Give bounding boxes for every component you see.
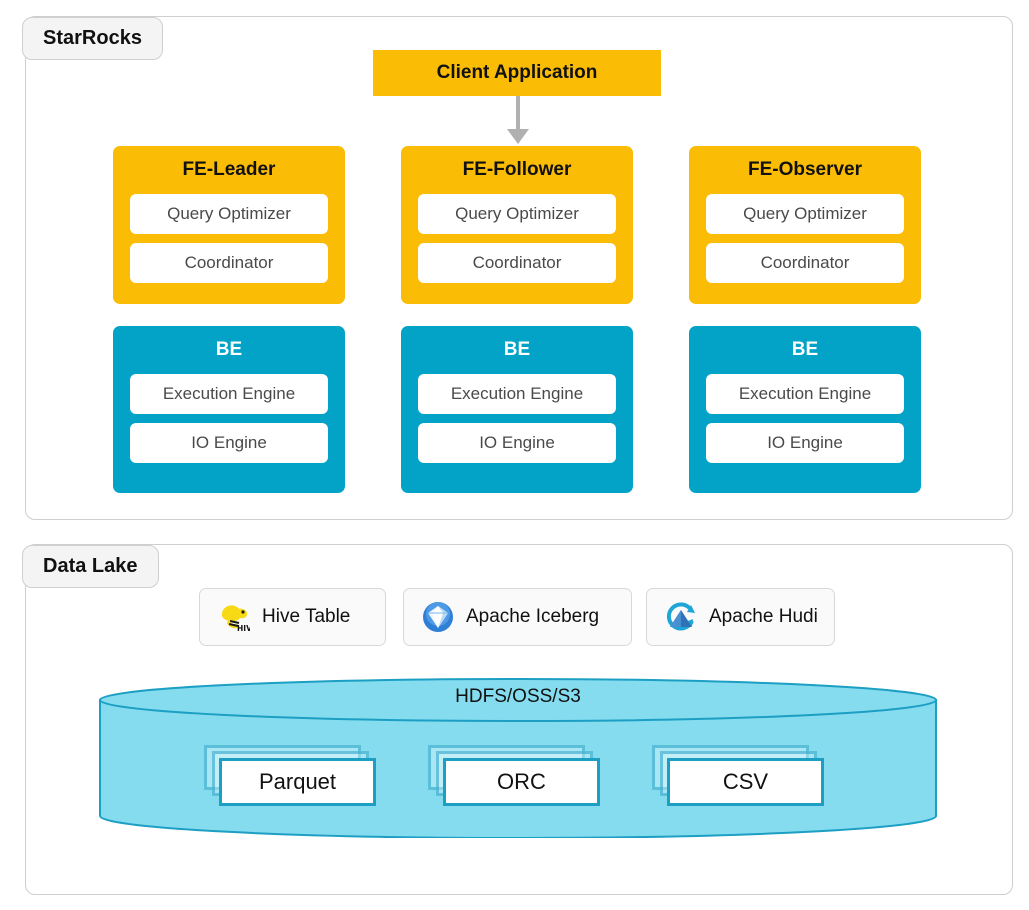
- chip-label: Hive Table: [262, 606, 351, 627]
- node-title: BE: [503, 339, 531, 360]
- be-node-3: BE Execution Engine IO Engine: [689, 326, 921, 493]
- component-execution-engine: Execution Engine: [706, 373, 904, 414]
- component-query-optimizer: Query Optimizer: [706, 193, 904, 234]
- chip-label: Apache Iceberg: [466, 606, 600, 627]
- fe-follower-node: FE-Follower Query Optimizer Coordinator: [401, 146, 633, 304]
- fe-observer-node: FE-Observer Query Optimizer Coordinator: [689, 146, 921, 304]
- file-format-label: CSV: [667, 758, 824, 806]
- component-query-optimizer: Query Optimizer: [130, 193, 328, 234]
- component-io-engine: IO Engine: [130, 422, 328, 463]
- file-format-csv: CSV: [652, 745, 824, 807]
- datalake-section-badge: Data Lake: [22, 545, 159, 588]
- hudi-logo-icon: [666, 602, 695, 631]
- component-coordinator: Coordinator: [130, 242, 328, 283]
- component-coordinator: Coordinator: [706, 242, 904, 283]
- node-title: BE: [215, 339, 243, 360]
- be-node-2: BE Execution Engine IO Engine: [401, 326, 633, 493]
- down-arrow-icon: [507, 96, 529, 144]
- fe-leader-node: FE-Leader Query Optimizer Coordinator: [113, 146, 345, 304]
- table-format-hudi: Apache Hudi: [646, 588, 835, 646]
- node-title: FE-Follower: [462, 159, 572, 180]
- component-execution-engine: Execution Engine: [418, 373, 616, 414]
- component-io-engine: IO Engine: [418, 422, 616, 463]
- file-format-parquet: Parquet: [204, 745, 376, 807]
- component-io-engine: IO Engine: [706, 422, 904, 463]
- be-node-1: BE Execution Engine IO Engine: [113, 326, 345, 493]
- file-format-label: Parquet: [219, 758, 376, 806]
- chip-label: Apache Hudi: [709, 606, 818, 627]
- component-execution-engine: Execution Engine: [130, 373, 328, 414]
- file-format-label: ORC: [443, 758, 600, 806]
- starrocks-section-badge: StarRocks: [22, 17, 163, 60]
- node-title: BE: [791, 339, 819, 360]
- storage-label: HDFS/OSS/S3: [455, 686, 581, 707]
- table-format-iceberg: Apache Iceberg: [403, 588, 632, 646]
- node-title: FE-Observer: [747, 159, 863, 180]
- component-coordinator: Coordinator: [418, 242, 616, 283]
- node-title: FE-Leader: [182, 159, 276, 180]
- hive-logo-icon: HIVE: [221, 605, 250, 633]
- svg-text:HIVE: HIVE: [237, 624, 250, 633]
- file-format-orc: ORC: [428, 745, 600, 807]
- iceberg-logo-icon: [423, 602, 453, 632]
- table-format-hive: HIVE Hive Table: [199, 588, 386, 646]
- client-application-box: Client Application: [373, 50, 661, 96]
- component-query-optimizer: Query Optimizer: [418, 193, 616, 234]
